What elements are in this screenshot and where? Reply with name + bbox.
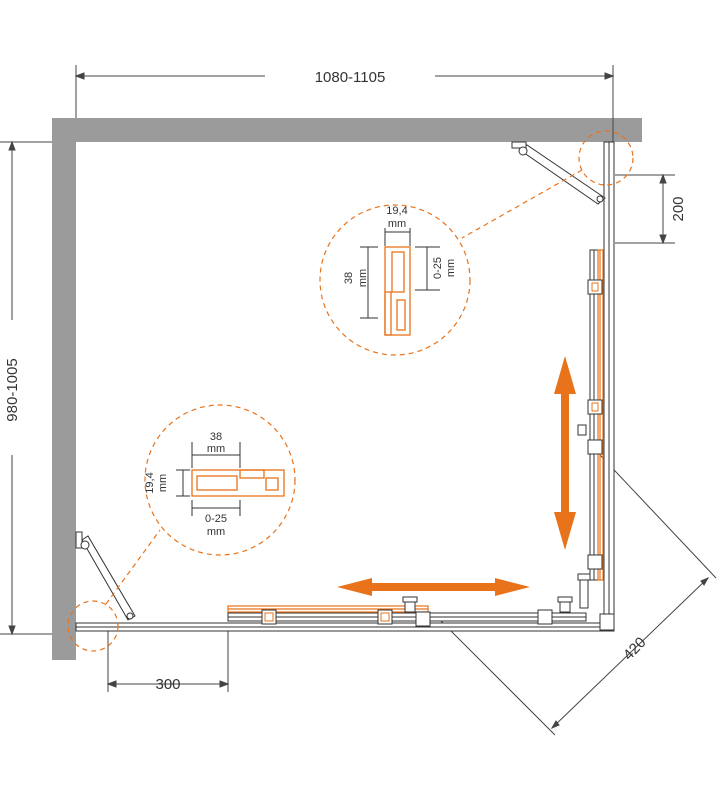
detail-top: 19,4 mm 38 mm 0-25 mm: [319, 204, 471, 356]
bottom-panel: [75, 612, 615, 632]
vertical-slide-arrow: [554, 356, 576, 550]
detail-top-adjust-unit: mm: [445, 259, 457, 277]
right-handle: [577, 573, 591, 609]
detail-top-height-unit: mm: [357, 269, 369, 287]
width-dimension: [74, 65, 615, 145]
depth-label: 980-1005: [4, 358, 21, 421]
detail-left-height: 19,4: [144, 472, 156, 493]
left-offset-dimension: [106, 628, 230, 692]
diagonal-dimension: [439, 454, 717, 736]
right-offset-label: 200: [670, 196, 687, 221]
callout-circle-top: [578, 130, 634, 186]
detail-top-height: 38: [343, 272, 355, 284]
left-offset-label: 300: [155, 676, 180, 693]
depth-dimension: [0, 140, 52, 636]
right-sliding-door: [597, 249, 604, 581]
left-wall: [52, 118, 76, 660]
top-stabilizer-bar: [511, 141, 606, 205]
walls: [52, 118, 642, 660]
detail-left-height-unit: mm: [157, 474, 169, 492]
detail-top-width: 19,4: [386, 205, 407, 217]
bottom-handle: [402, 596, 573, 613]
horizontal-slide-arrow: [337, 578, 530, 596]
detail-top-width-unit: mm: [388, 218, 406, 230]
right-offset-dimension: [615, 173, 675, 245]
detail-left-width-unit: mm: [207, 443, 225, 455]
detail-left-width: 38: [210, 431, 222, 443]
detail-top-adjust: 0-25: [432, 257, 444, 279]
right-rollers: [577, 279, 603, 570]
callout-circle-left: [67, 600, 119, 652]
leader-top: [461, 169, 583, 239]
width-label: 1080-1105: [315, 69, 386, 86]
leader-left: [105, 529, 161, 605]
detail-left-adjust-unit: mm: [207, 526, 225, 538]
bottom-rollers: [261, 609, 553, 627]
detail-left: 38 mm 19,4 mm 0-25 mm: [144, 404, 296, 556]
bottom-sliding-door: [227, 605, 429, 613]
corner-post: [599, 613, 615, 631]
detail-left-adjust: 0-25: [205, 513, 227, 525]
left-stabilizer-bar: [75, 531, 136, 621]
top-wall: [52, 118, 642, 142]
